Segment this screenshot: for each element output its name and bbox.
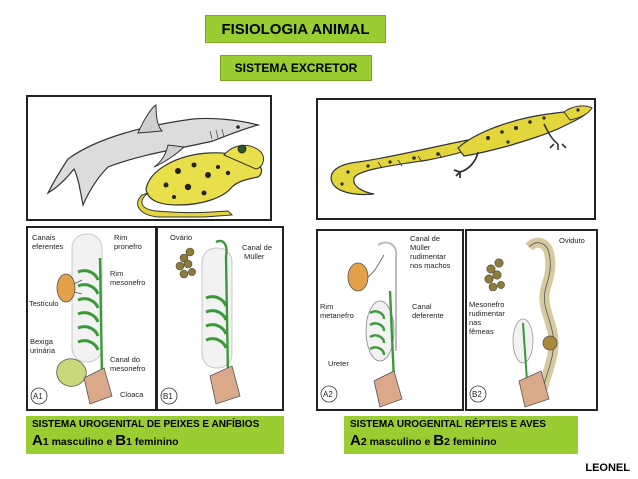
a2-label-deferente: deferente (412, 311, 444, 320)
a1-label-canais: Canais (32, 233, 56, 242)
caption-right-b-text: 2 feminino (444, 436, 497, 448)
caption-right-line1: SISTEMA UROGENITAL RÉPTEIS E AVES (350, 419, 546, 430)
shark-pectoral-fin (153, 144, 186, 168)
b1-cloaca (209, 365, 241, 405)
lizard-illustration (316, 98, 596, 220)
b2-drawing: Oviduto Mesonefro rudimentar nas fêmeas … (469, 236, 585, 408)
b1-label-muller: Müller (244, 252, 265, 261)
a1-label-rim2: Rim (110, 269, 123, 278)
lizard-front-leg (543, 123, 567, 150)
caption-left-b-text: 1 feminino (126, 436, 179, 448)
a1-label-rim: Rim (114, 233, 127, 242)
caption-left-line1: SISTEMA UROGENITAL DE PEIXES E ANFÍBIOS (32, 419, 260, 430)
b1-label-canal-de: Canal de (242, 243, 272, 252)
frog-leg (137, 192, 234, 218)
a2-label-canal: Canal (412, 302, 432, 311)
page-title: FISIOLOGIA ANIMAL (205, 15, 386, 43)
a1-bladder (56, 358, 87, 387)
caption-right-a: A (350, 432, 361, 449)
a2-label-rim: Rim (320, 302, 333, 311)
a2-label-nos-machos: nos machos (410, 261, 451, 270)
caption-left-a: A (32, 432, 43, 449)
caption-right-a-text: 2 masculino e (360, 436, 434, 448)
a1-label-mesonefro-duct: mesonefro (110, 364, 145, 373)
a1-label-canal-do: Canal do (110, 355, 140, 364)
b2-label-oviduto: Oviduto (559, 236, 585, 245)
a2-drawing: Canal de Müller rudimentar nos machos Ri… (320, 234, 451, 408)
shark-frog-drawing (46, 104, 264, 218)
a1-label-pronefro: pronefro (114, 242, 142, 251)
a2-label-canal-de: Canal de (410, 234, 440, 243)
lizard-head (563, 105, 593, 121)
b2-label-mesonefro: Mesonefro (469, 300, 504, 309)
a2-label-ureter: Ureter (328, 359, 349, 368)
author-name: LEONEL (585, 462, 630, 474)
a1-label-cloaca: Cloaca (120, 390, 144, 399)
b2-corner-label: B2 (472, 390, 482, 399)
diagram-b1-female-fish-amphibian: Ovário Canal de Müller B1 (156, 226, 284, 411)
caption-left-line2: A1 masculino e B1 feminino (32, 432, 278, 449)
frog-body (145, 152, 263, 206)
caption-left-b: B (115, 432, 127, 449)
shark-body (46, 117, 261, 208)
lizard-back-leg (453, 151, 479, 178)
a1-cloaca (83, 367, 113, 405)
a1-label-eferentes: eferentes (32, 242, 64, 251)
b2-cloaca (518, 370, 550, 408)
caption-right-b: B (433, 432, 445, 449)
a2-label-rudimentar: rudimentar (410, 252, 446, 261)
a1-drawing: Canais eferentes Rim pronefro Rim mesone… (29, 233, 145, 405)
b2-label-nas: nas (469, 318, 481, 327)
caption-left-a-text: 1 masculino e (42, 436, 116, 448)
a2-corner-label: A2 (323, 390, 333, 399)
b1-corner-label: B1 (163, 392, 173, 401)
a1-label-mesonefro: mesonefro (110, 278, 145, 287)
shark-frog-illustration (26, 95, 272, 221)
b2-label-rudimentar: rudimentar (469, 309, 505, 318)
shark-dorsal-fin (137, 104, 164, 134)
lizard-tail (330, 139, 475, 196)
caption-fish-amphibian: SISTEMA UROGENITAL DE PEIXES E ANFÍBIOS … (26, 416, 284, 454)
b1-label-ovario: Ovário (170, 233, 192, 242)
frog-head (223, 145, 264, 170)
lizard-body (457, 110, 590, 157)
caption-right-line2: A2 masculino e B2 feminino (350, 432, 572, 449)
diagram-a1-male-fish-amphibian: Canais eferentes Rim pronefro Rim mesone… (26, 226, 157, 411)
a2-cloaca (373, 370, 403, 408)
caption-reptile-bird: SISTEMA UROGENITAL RÉPTEIS E AVES A2 mas… (344, 416, 578, 454)
b2-label-femeas: fêmeas (469, 327, 494, 336)
a2-label-metanefro: metanefro (320, 311, 354, 320)
diagram-b2-female-reptile-bird: Oviduto Mesonefro rudimentar nas fêmeas … (465, 229, 598, 411)
a1-label-urinaria: urinária (30, 346, 56, 355)
a1-label-bexiga: Bexiga (30, 337, 54, 346)
lizard-drawing (330, 105, 593, 196)
page-subtitle: SISTEMA EXCRETOR (220, 55, 372, 81)
a1-label-testiculo: Testículo (29, 299, 59, 308)
a1-corner-label: A1 (33, 392, 43, 401)
b1-drawing: Ovário Canal de Müller B1 (160, 233, 272, 405)
diagram-a2-male-reptile-bird: Canal de Müller rudimentar nos machos Ri… (316, 229, 464, 411)
a2-label-muller: Müller (410, 243, 431, 252)
